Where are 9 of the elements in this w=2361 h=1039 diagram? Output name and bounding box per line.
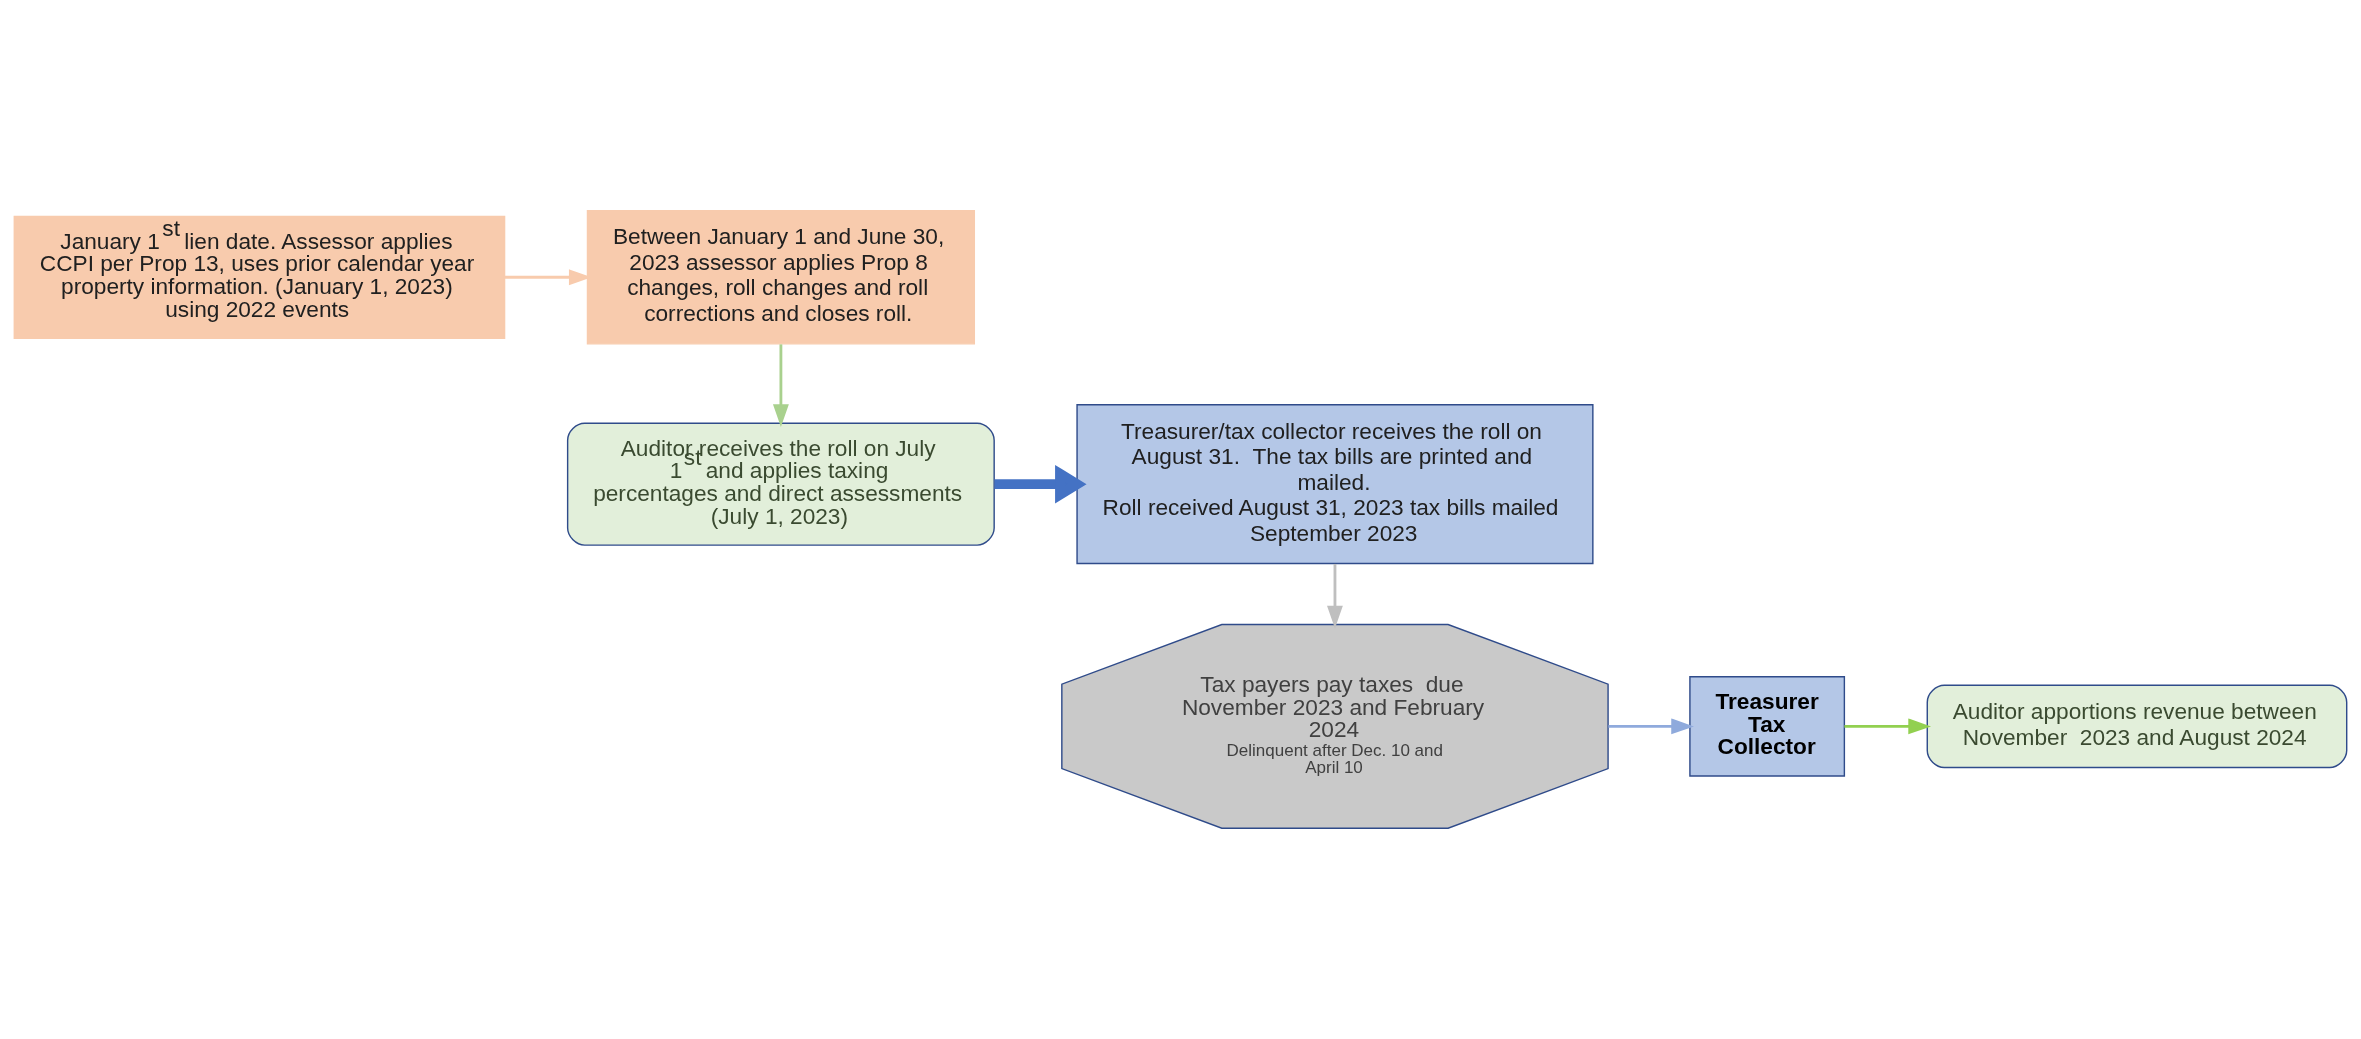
node-box: Treasurer Tax Collector — [1689, 676, 1846, 777]
arrow — [1608, 718, 1694, 735]
arrow — [1844, 718, 1931, 735]
node-box: Auditor apportions revenue between November 2023 and August 2024 — [1926, 684, 2348, 769]
arrow — [994, 464, 1087, 504]
arrow — [1327, 563, 1343, 629]
node-box: Between January 1 and June 30, 2023 assessor applies Prop 8 changes, roll changes and roll corrections and closes roll. — [586, 209, 976, 345]
node-box: Treasurer/tax collector receives the roll on August 31. The tax bills are printed and mailed. Roll received August 31, 2023 tax bills mailed September 2023 — [1076, 404, 1594, 565]
arrow — [772, 344, 789, 427]
